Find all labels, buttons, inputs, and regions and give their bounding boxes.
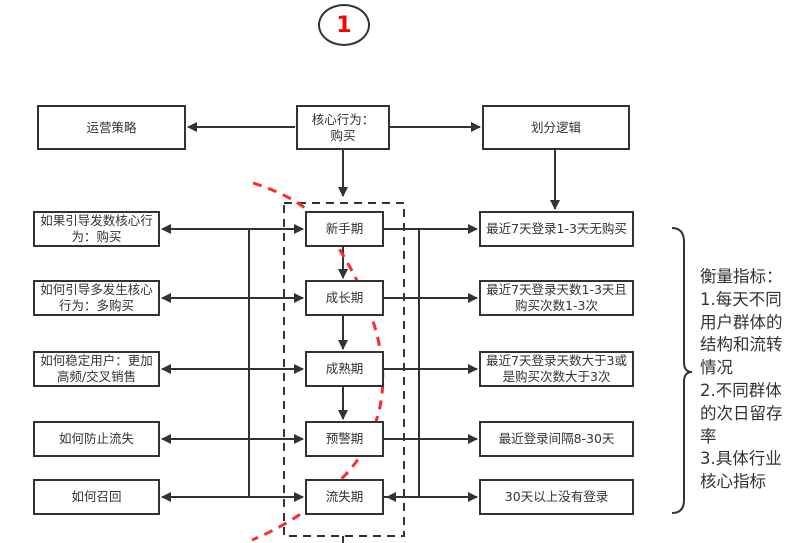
rule-box-label: 最近7天登录天数1-3天且购买次数1-3次	[486, 282, 627, 313]
core-behavior-label: 核心行为：购买	[311, 111, 375, 143]
stage-box: 新手期	[305, 211, 384, 247]
step-number-badge: 1	[318, 4, 370, 46]
stage-group-dashed-frame	[283, 202, 405, 537]
rule-box: 最近登录间隔8-30天	[479, 421, 634, 457]
strategy-box-label: 如果引导发数核心行为：购买	[40, 213, 153, 244]
segment-logic-box: 划分逻辑	[482, 105, 630, 150]
stage-box-label: 流失期	[325, 489, 364, 504]
segment-logic-label: 划分逻辑	[530, 119, 581, 135]
rule-box-label: 30天以上没有登录	[504, 489, 609, 504]
strategy-box: 如何稳定用户：更加高频/交叉销售	[33, 351, 160, 387]
stage-box-label: 预警期	[325, 431, 364, 446]
strategy-box: 如果引导发数核心行为：购买	[33, 211, 160, 247]
stage-box-label: 成长期	[325, 290, 364, 305]
stage-box-label: 新手期	[325, 221, 364, 236]
rule-box: 30天以上没有登录	[479, 479, 634, 515]
stage-box: 成长期	[305, 280, 384, 316]
rule-box-label: 最近登录间隔8-30天	[498, 431, 615, 446]
strategy-box: 如何防止流失	[33, 421, 160, 457]
rule-box-label: 最近7天登录1-3天无购买	[486, 221, 627, 236]
rule-box: 最近7天登录1-3天无购买	[479, 211, 634, 247]
strategy-box-label: 如何引导多发生核心行为：多购买	[40, 282, 153, 313]
rule-box-label: 最近7天登录天数大于3或是购买次数大于3次	[486, 353, 627, 384]
strategy-box-label: 如何稳定用户：更加高频/交叉销售	[40, 353, 153, 384]
strategy-header-box: 运营策略	[37, 105, 186, 150]
stage-box-label: 成熟期	[325, 361, 364, 376]
strategy-box-label: 如何召回	[71, 489, 122, 504]
rule-box: 最近7天登录天数大于3或是购买次数大于3次	[479, 351, 634, 387]
rule-box: 最近7天登录天数1-3天且购买次数1-3次	[479, 280, 634, 316]
metrics-text: 衡量指标： 1.每天不同用户群体的结构和流转情况 2.不同群体的次日留存率 3.…	[700, 267, 783, 492]
strategy-box: 如何引导多发生核心行为：多购买	[33, 280, 160, 316]
stage-box: 成熟期	[305, 351, 384, 387]
metrics-brace	[671, 227, 693, 514]
strategy-box: 如何召回	[33, 479, 160, 515]
step-number: 1	[336, 12, 352, 38]
core-behavior-box: 核心行为：购买	[296, 105, 390, 150]
stage-box: 流失期	[305, 479, 384, 515]
strategy-header-label: 运营策略	[86, 119, 137, 135]
stage-box: 预警期	[305, 421, 384, 457]
strategy-box-label: 如何防止流失	[58, 431, 134, 446]
